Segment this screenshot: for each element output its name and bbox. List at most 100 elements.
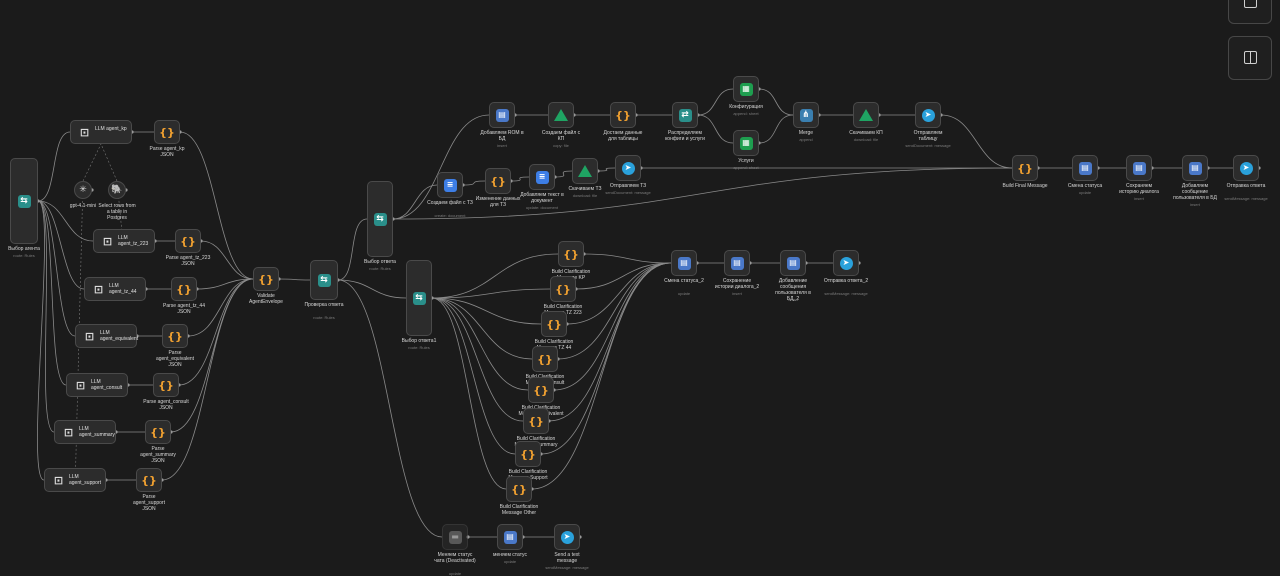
node-create-tz[interactable]: ≡ (437, 172, 463, 198)
node-download-tz[interactable] (572, 158, 598, 184)
node-label: Сохранение истории диалога_2 (714, 278, 760, 290)
node-services[interactable]: ▦ (733, 130, 759, 156)
node-clar-other[interactable]: {} (506, 476, 532, 502)
node-clar-consult[interactable]: {} (532, 346, 558, 372)
node-config[interactable]: ▦ (733, 76, 759, 102)
tg-icon: ➤ (1239, 161, 1253, 175)
node-subtitle: update (448, 571, 462, 576)
connection-wire (187, 278, 254, 337)
connection-wire (697, 88, 734, 116)
node-send-table[interactable]: ➤ (915, 102, 941, 128)
code-icon: {} (180, 234, 196, 248)
postgres-icon[interactable]: 🐘 (108, 181, 126, 199)
node-status-chat[interactable]: ▬ (442, 524, 468, 550)
robot-icon: ⊡ (63, 425, 74, 439)
node-parse-kp[interactable]: {} (154, 120, 180, 144)
node-status-change[interactable]: ▤ (1072, 155, 1098, 181)
node-parse-equiv[interactable]: {} (162, 324, 188, 348)
node-label: Выбор агента (8, 246, 40, 252)
connection-wire (510, 176, 530, 182)
agent-label: LLM agent_kp (95, 126, 127, 132)
node-add-user-msg[interactable]: ▤ (1182, 155, 1208, 181)
node-route-start[interactable]: ⇆ (10, 158, 38, 244)
node-llm-summary[interactable]: ⊡LLM agent_summary (54, 420, 116, 444)
node-send-text[interactable]: ➤ (554, 524, 580, 550)
code-icon: {} (546, 317, 562, 331)
node-llm-consult[interactable]: ⊡LLM agent_consult (66, 373, 128, 397)
node-choose1[interactable]: ⇆ (406, 260, 432, 336)
node-subtitle: insert (1134, 196, 1144, 201)
node-status-change3[interactable]: ▤ (497, 524, 523, 550)
connection-wire (200, 240, 254, 280)
code-icon: {} (537, 352, 553, 366)
node-send-answer2[interactable]: ➤ (833, 250, 859, 276)
node-label: меняем статус (493, 552, 527, 558)
node-get-table[interactable]: {} (610, 102, 636, 128)
agent-label: LLM agent_tz_44 (109, 283, 137, 295)
filter-icon: ⇆ (17, 194, 31, 208)
db-icon: ▤ (786, 256, 800, 270)
sheet-icon: ▦ (739, 82, 753, 96)
node-llm-support[interactable]: ⊡LLM agent_support (44, 468, 106, 492)
node-send-answer[interactable]: ➤ (1233, 155, 1259, 181)
node-save-history[interactable]: ▤ (1126, 155, 1152, 181)
node-clar-kp[interactable]: {} (558, 241, 584, 267)
node-save-history2[interactable]: ▤ (724, 250, 750, 276)
node-label: Build Final Message (1002, 183, 1048, 189)
code-icon: {} (511, 482, 527, 496)
node-check[interactable]: ⇆ (310, 260, 338, 300)
connection-wire (37, 200, 94, 242)
node-subtitle: sendMessage: message (545, 565, 589, 570)
node-label: Добавляем ROM в БД (480, 130, 524, 142)
node-parse-support[interactable]: {} (136, 468, 162, 492)
node-choose[interactable]: ⇆ (367, 181, 393, 257)
node-download-kp[interactable] (853, 102, 879, 128)
node-llm-equiv[interactable]: ⊡LLM agent_equivalent (75, 324, 138, 348)
node-label: Создаем файл с КП (541, 130, 581, 142)
node-add-user-msg2[interactable]: ▤ (780, 250, 806, 276)
connection-wire (37, 131, 71, 202)
connection-wire (758, 114, 794, 144)
node-label: Parse agent_kp JSON (149, 146, 185, 158)
node-add-text[interactable]: ≡ (529, 164, 555, 190)
filter-icon: ⇆ (373, 212, 387, 226)
connection-wire (37, 200, 55, 433)
node-parse-summary[interactable]: {} (145, 420, 171, 444)
node-llm-tz223[interactable]: ⊡LLM agent_tz_223 (93, 229, 155, 253)
node-merge[interactable]: ⋔ (793, 102, 819, 128)
node-distribute[interactable]: ⇄ (672, 102, 698, 128)
tg-icon: ➤ (921, 108, 935, 122)
node-clar-tz44[interactable]: {} (541, 311, 567, 337)
node-label: Смена статуса_2 (664, 278, 704, 284)
doc-icon: ≡ (443, 178, 457, 192)
node-llm-tz44[interactable]: ⊡LLM agent_tz_44 (84, 277, 146, 301)
node-create-kp[interactable] (548, 102, 574, 128)
connection-wire (337, 279, 443, 538)
node-clar-support[interactable]: {} (515, 441, 541, 467)
node-label: Конфигурация (729, 104, 763, 110)
node-status-change2[interactable]: ▤ (671, 250, 697, 276)
connection-wire (431, 288, 551, 299)
node-subtitle: route: Rules (369, 266, 391, 271)
node-subtitle: update (1078, 190, 1092, 195)
node-validate[interactable]: {} (253, 267, 279, 291)
openai-icon[interactable]: ✳ (74, 181, 92, 199)
node-add-rom[interactable]: ▤ (489, 102, 515, 128)
node-send-tz[interactable]: ➤ (615, 155, 641, 181)
node-subtitle: sendDocument: message (605, 190, 651, 195)
node-parse-consult[interactable]: {} (153, 373, 179, 397)
node-clar-tz223[interactable]: {} (550, 276, 576, 302)
node-parse-tz223[interactable]: {} (175, 229, 201, 253)
node-edit-tz[interactable]: {} (485, 168, 511, 194)
node-clar-equiv[interactable]: {} (528, 377, 554, 403)
node-llm-kp[interactable]: ⊡LLM agent_kp (70, 120, 132, 144)
node-label: Отправляем ТЗ (609, 183, 647, 189)
node-final-msg[interactable]: {} (1012, 155, 1038, 181)
robot-icon: ⊡ (75, 378, 86, 392)
toggle-panel-button[interactable] (1228, 36, 1272, 80)
node-parse-tz44[interactable]: {} (171, 277, 197, 301)
node-clar-summary[interactable]: {} (523, 408, 549, 434)
node-label: Отправка ответа (1226, 183, 1266, 189)
node-label: Распределяем конфиги и услуги (665, 130, 705, 142)
canvas-control-top[interactable] (1228, 0, 1272, 24)
